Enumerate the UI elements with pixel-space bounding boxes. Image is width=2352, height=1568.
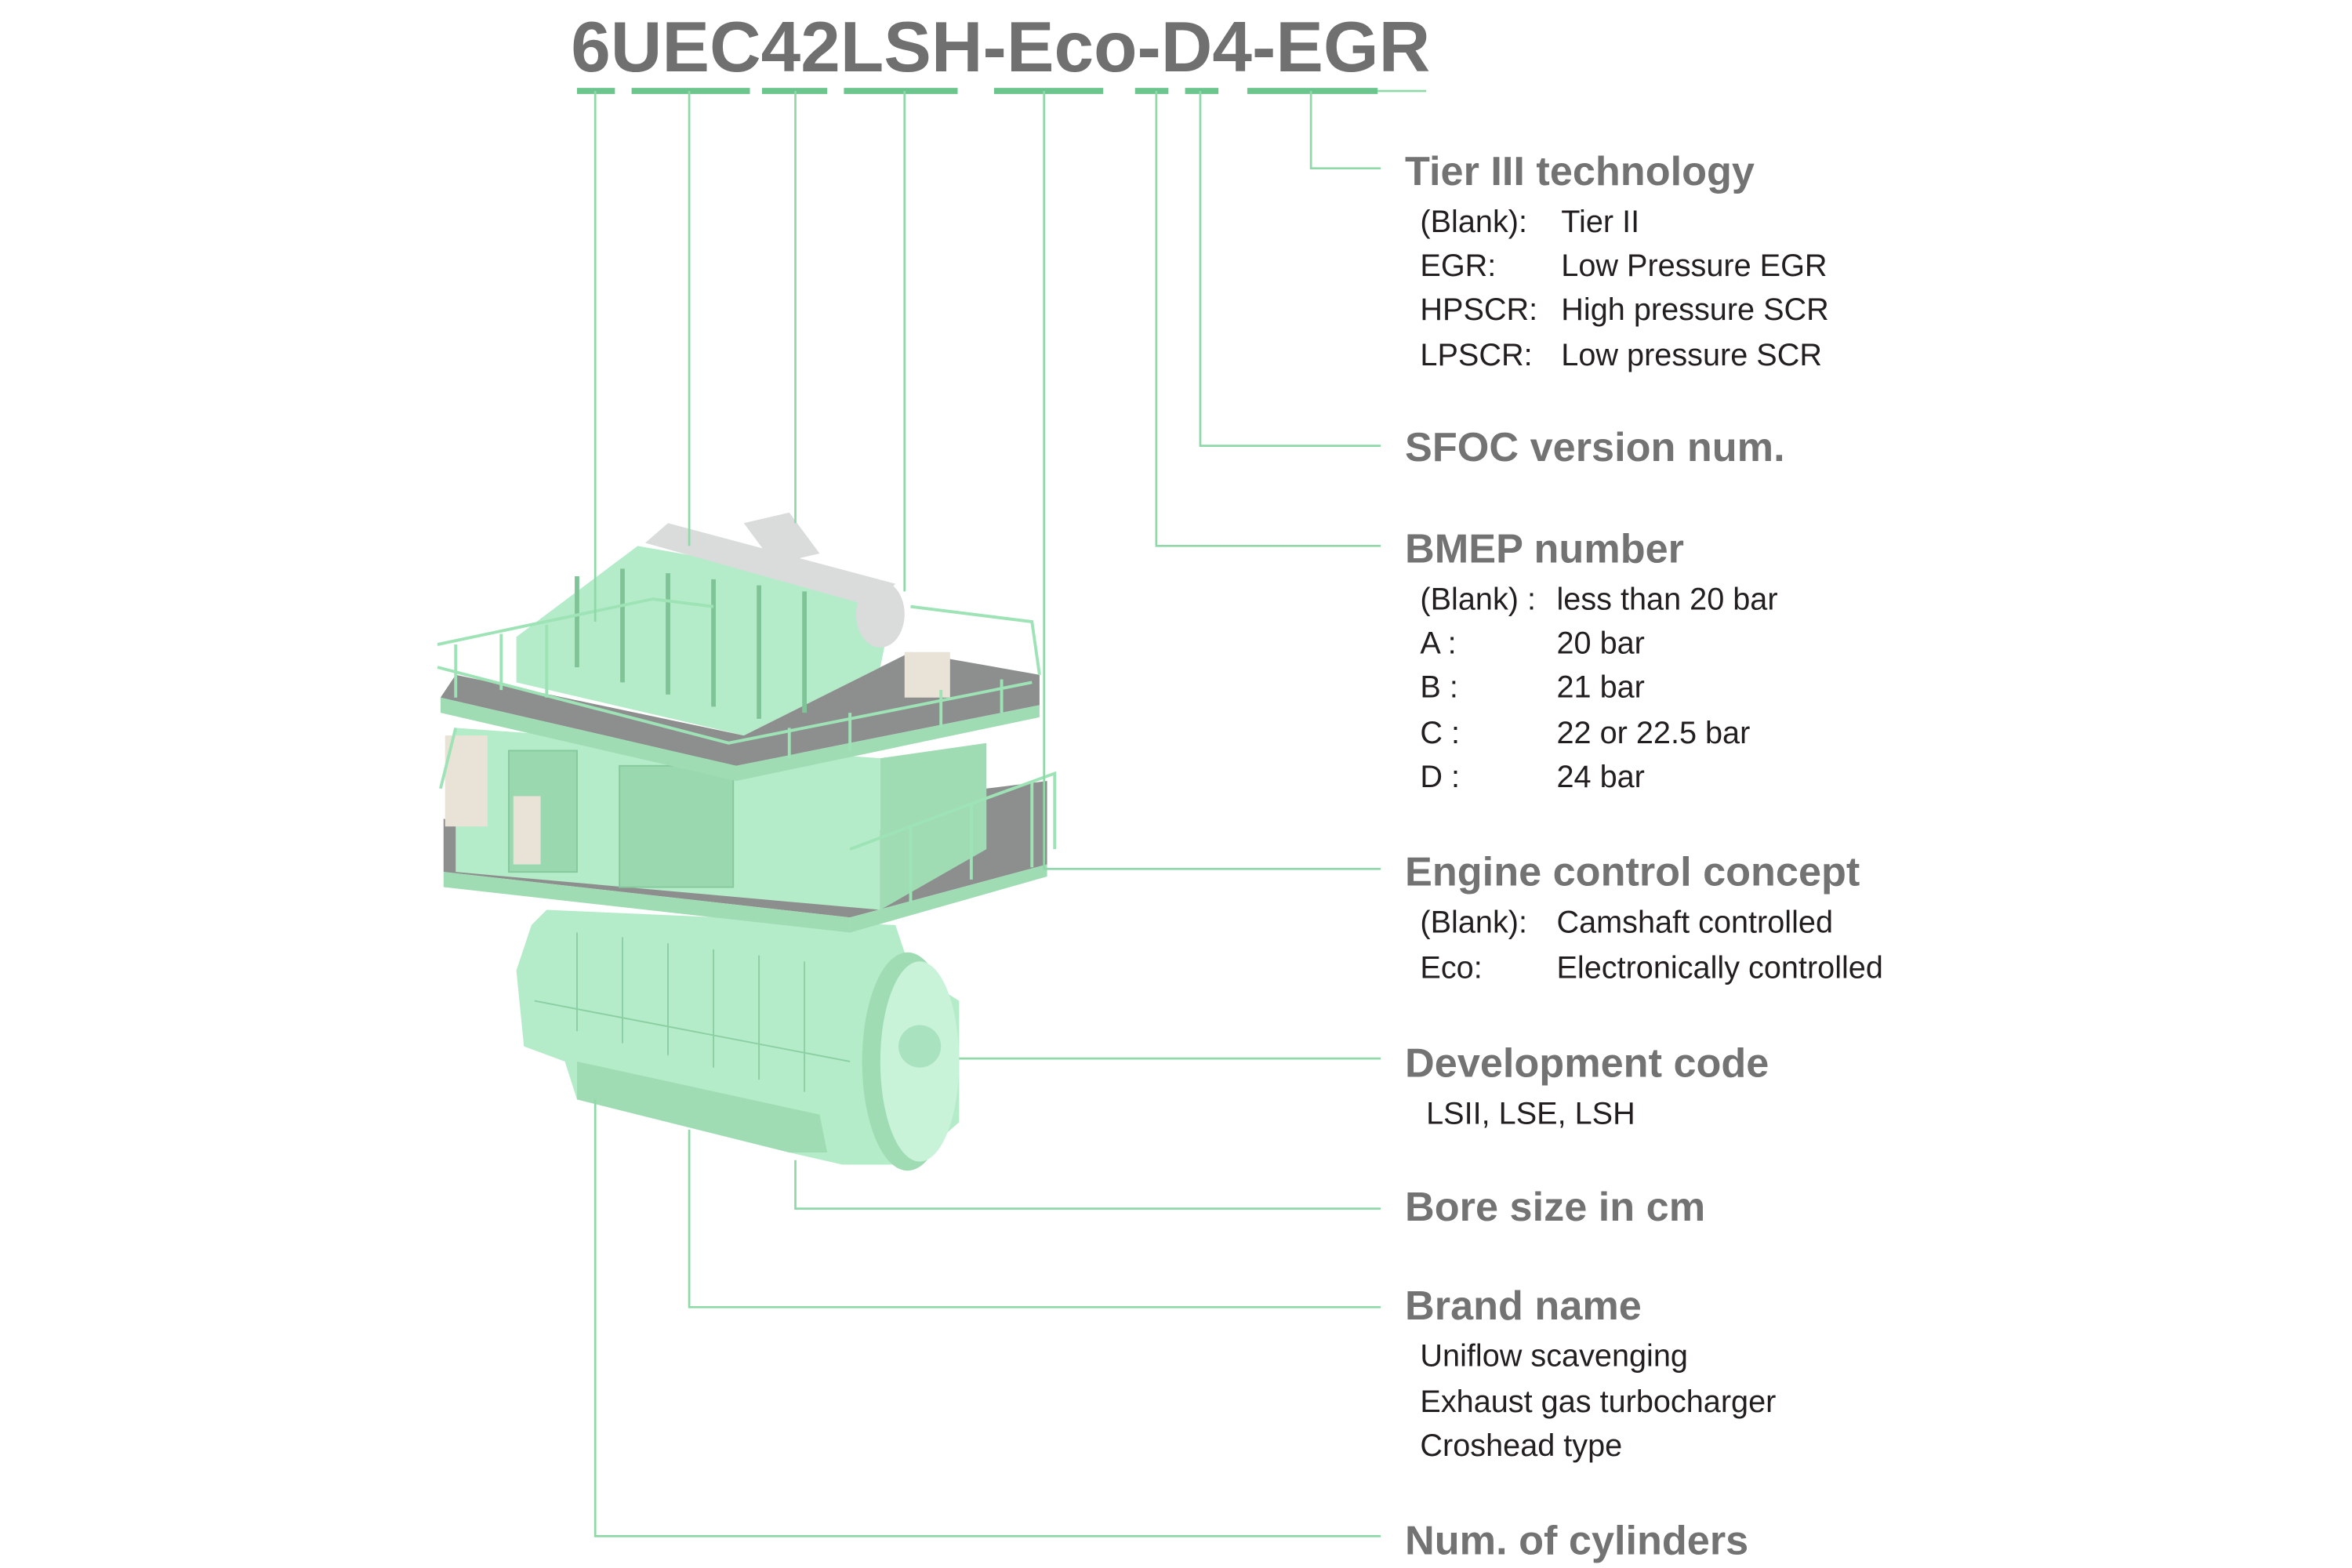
engine-model-title: 6UEC42LSH-Eco-D4-EGR: [571, 8, 1430, 87]
item-key: HPSCR:: [1420, 292, 1537, 327]
item-key: B :: [1420, 670, 1457, 705]
item-value: 22 or 22.5 bar: [1556, 716, 1750, 750]
item-value: 24 bar: [1556, 760, 1644, 794]
item-line: Uniflow scavenging: [1420, 1339, 1688, 1374]
section-heading: Brand name: [1405, 1283, 1642, 1329]
item-line: Croshead type: [1420, 1428, 1622, 1463]
item-key: C :: [1420, 716, 1460, 750]
item-value: Camshaft controlled: [1556, 906, 1833, 940]
section-heading-bore: Bore size in cm: [1405, 1185, 1705, 1230]
section-tier-iii: Tier III technology (Blank): Tier II EGR…: [1405, 149, 1829, 372]
item-value: 20 bar: [1556, 626, 1644, 661]
section-brand-name: Brand name Uniflow scavenging Exhaust ga…: [1405, 1283, 1776, 1463]
engine-illustration: [437, 512, 1057, 1171]
item-key: EGR:: [1420, 249, 1496, 283]
item-value: Low Pressure EGR: [1561, 249, 1827, 283]
item-key: (Blank):: [1420, 906, 1527, 940]
item-key: LPSCR:: [1420, 338, 1532, 372]
item-key: (Blank) :: [1420, 583, 1536, 617]
item-value: less than 20 bar: [1556, 583, 1777, 617]
section-heading: Engine control concept: [1405, 850, 1860, 895]
item-key: A :: [1420, 626, 1456, 661]
section-development-code: Development code LSII, LSE, LSH: [1405, 1040, 1769, 1131]
item-value: 21 bar: [1556, 670, 1644, 705]
section-heading: Development code: [1405, 1040, 1769, 1086]
item-value: Low pressure SCR: [1561, 338, 1822, 372]
item-line: LSII, LSE, LSH: [1426, 1096, 1635, 1131]
item-value: High pressure SCR: [1561, 292, 1828, 327]
section-heading-cylinders: Num. of cylinders: [1405, 1519, 1748, 1564]
item-value: Electronically controlled: [1556, 951, 1882, 985]
leader-lines: [593, 91, 1381, 1537]
section-bmep: BMEP number (Blank) : less than 20 bar A…: [1405, 527, 1778, 794]
section-engine-control: Engine control concept (Blank): Camshaft…: [1405, 850, 1882, 985]
item-key: (Blank):: [1420, 205, 1527, 239]
item-key: D :: [1420, 760, 1460, 794]
item-value: Tier II: [1561, 205, 1639, 239]
item-key: Eco:: [1420, 951, 1482, 985]
section-heading-sfoc: SFOC version num.: [1405, 425, 1785, 470]
section-heading: BMEP number: [1405, 527, 1684, 572]
item-line: Exhaust gas turbocharger: [1420, 1385, 1776, 1419]
section-heading: Tier III technology: [1405, 149, 1755, 194]
